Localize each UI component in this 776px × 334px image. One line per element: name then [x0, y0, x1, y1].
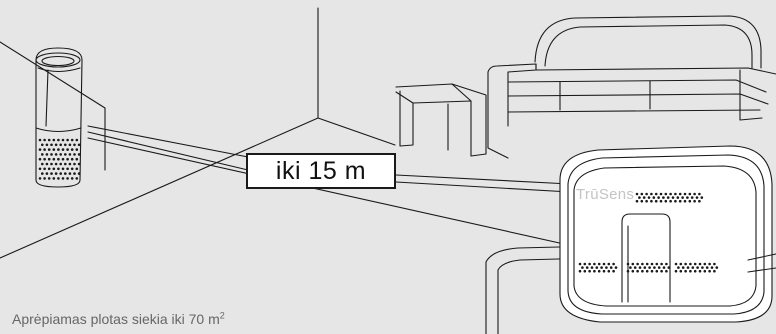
- coverage-superscript: 2: [220, 310, 225, 320]
- sofa: [488, 16, 776, 158]
- room-walls: [0, 8, 395, 258]
- brand-logo: TrūSens: [576, 186, 634, 203]
- range-lines: [88, 126, 600, 252]
- coverage-text: Aprėpiamas plotas siekia iki 70 m: [12, 311, 220, 327]
- side-table: [396, 84, 486, 156]
- coverage-caption: Aprėpiamas plotas siekia iki 70 m2: [12, 311, 225, 327]
- sensor-device: [560, 146, 776, 322]
- range-label: iki 15 m: [246, 153, 396, 189]
